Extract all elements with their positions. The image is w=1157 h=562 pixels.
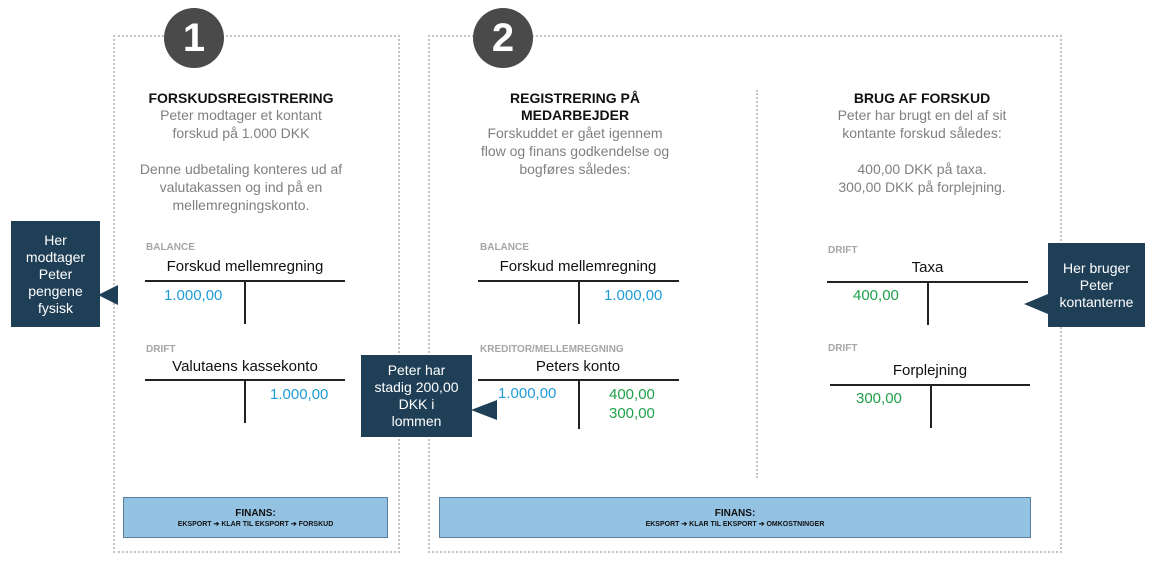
step2-colB-account2-category: DRIFT: [828, 343, 858, 354]
step2-colA-account2-credit2: 300,00: [609, 405, 655, 422]
step2-colB-account2-name: Forplejning: [892, 362, 968, 379]
step1-account1-category: BALANCE: [146, 242, 195, 253]
step2-colB-account1-category: DRIFT: [828, 245, 858, 256]
t-account-line: [244, 280, 246, 324]
t-account-line: [930, 384, 932, 428]
step1-account2-category: DRIFT: [146, 344, 176, 355]
finans-title: FINANS:: [235, 508, 276, 519]
t-account-line: [578, 379, 580, 429]
callout-arrow: [471, 400, 497, 420]
column-divider: [756, 90, 758, 478]
finans-flow: EKSPORT ➔ KLAR TIL EKSPORT ➔ FORSKUD: [177, 521, 334, 528]
step2-colA-account1-name: Forskud mellemregning: [499, 258, 657, 275]
step2-colA-description: Forskuddet er gået igennem flow og finan…: [480, 125, 670, 177]
step1-title: FORSKUDSREGISTRERING: [148, 90, 334, 106]
callout-arrow: [98, 285, 118, 305]
callout-arrow: [1024, 294, 1048, 314]
step2-colB-account1-debit: 400,00: [853, 287, 899, 304]
step1-callout: Her modtager Peter pengene fysisk: [11, 221, 100, 327]
finans-flow: EKSPORT ➔ KLAR TIL EKSPORT ➔ OMKOSTNINGE…: [645, 521, 825, 528]
step2-colB-description: Peter har brugt en del af sit kontante f…: [837, 107, 1007, 195]
step2-colA-account2-name: Peters konto: [535, 358, 621, 375]
step1-account1-name: Forskud mellemregning: [166, 258, 324, 275]
step1-finans-box: FINANS: EKSPORT ➔ KLAR TIL EKSPORT ➔ FOR…: [123, 497, 388, 538]
step2-finans-box: FINANS: EKSPORT ➔ KLAR TIL EKSPORT ➔ OMK…: [439, 497, 1031, 538]
t-account-line: [578, 280, 580, 324]
step2-colA-callout: Peter har stadig 200,00 DKK i lommen: [361, 355, 472, 437]
step2-colA-account2-credit1: 400,00: [609, 386, 655, 403]
step2-colB-account2-debit: 300,00: [856, 390, 902, 407]
step1-account2-name: Valutaens kassekonto: [172, 358, 318, 375]
step2-colA-account1-credit: 1.000,00: [604, 287, 663, 304]
finans-title: FINANS:: [714, 508, 756, 519]
step2-colA-account2-category: KREDITOR/MELLEMREGNING: [480, 344, 624, 355]
step2-colB-callout: Her bruger Peter kontanterne: [1048, 243, 1145, 327]
step1-description: Peter modtager et kontant forskud på 1.0…: [139, 107, 343, 213]
step1-number-badge: 1: [164, 8, 224, 68]
step2-colA-account2-debit: 1.000,00: [498, 385, 557, 402]
step1-account2-credit: 1.000,00: [270, 386, 329, 403]
step2-colB-title: BRUG AF FORSKUD: [853, 90, 991, 106]
t-account-line: [927, 281, 929, 325]
step2-colB-account1-name: Taxa: [911, 259, 944, 276]
step2-number-badge: 2: [473, 8, 533, 68]
t-account-line: [244, 379, 246, 423]
step2-colA-account1-category: BALANCE: [480, 242, 529, 253]
step2-colA-title: REGISTRERING PÅ MEDARBEJDER: [510, 90, 640, 123]
step1-account1-debit: 1.000,00: [164, 287, 223, 304]
